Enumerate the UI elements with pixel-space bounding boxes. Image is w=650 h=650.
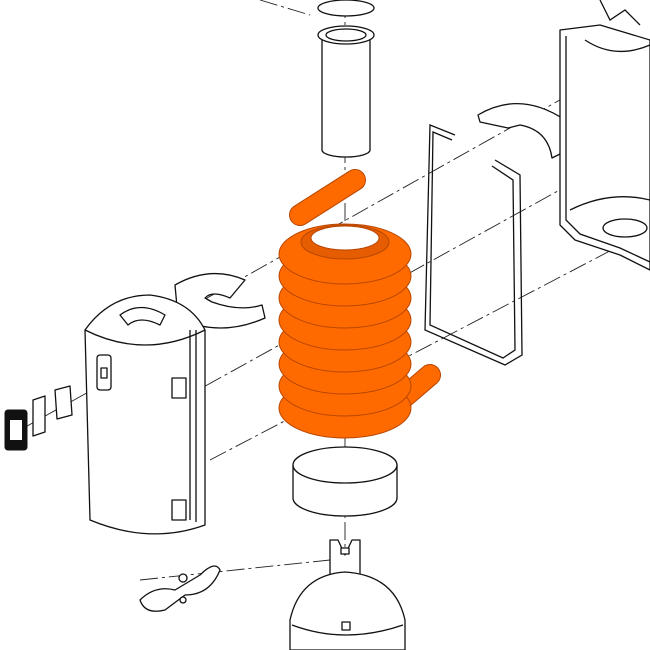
half-ring-gasket-right <box>477 103 569 159</box>
wire-loop <box>424 124 523 366</box>
left-tank <box>84 294 206 535</box>
gasket-stack <box>4 385 73 451</box>
coil-inlet-pipe <box>290 170 365 225</box>
top-tube <box>317 0 375 158</box>
bottom-dome <box>289 571 406 650</box>
half-ring-gasket-left <box>174 272 266 329</box>
coil-inner-hole <box>310 225 380 251</box>
bottom-disc <box>292 446 398 517</box>
right-housing <box>559 0 650 271</box>
heat-exchanger-coil <box>278 169 441 439</box>
drain-handle <box>139 565 221 612</box>
